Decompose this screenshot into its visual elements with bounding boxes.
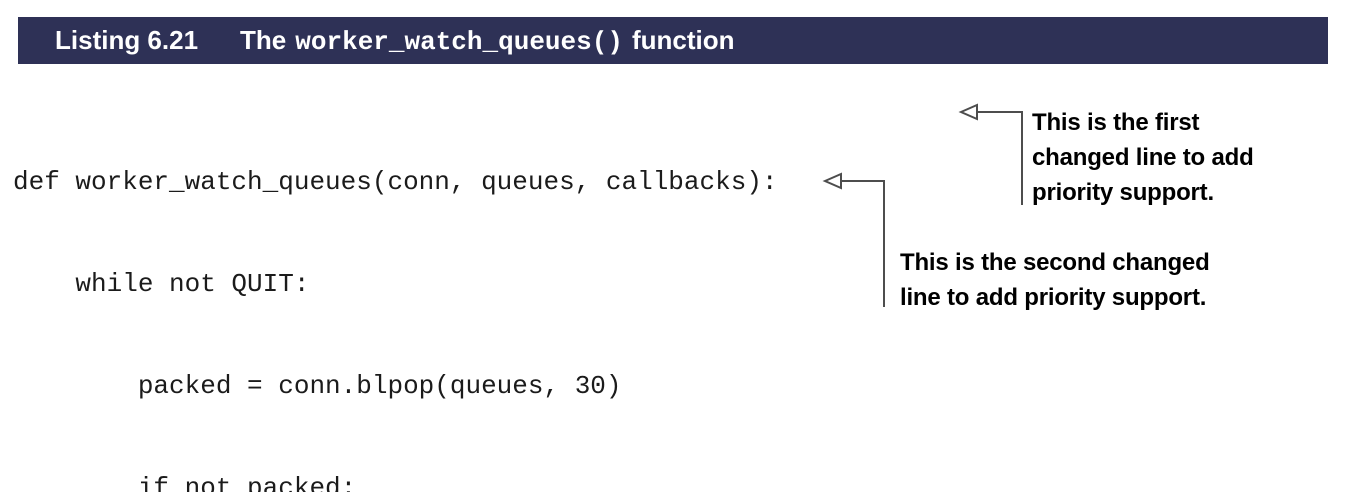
code-line: def worker_watch_queues(conn, queues, ca… — [13, 167, 778, 197]
callout-arrow-second-change — [822, 172, 885, 307]
arrowhead-left-icon — [958, 103, 978, 121]
arrowhead-left-icon — [822, 172, 842, 190]
listing-title: The worker_watch_queues() function — [240, 25, 734, 57]
code-line: packed = conn.blpop(queues, 30) — [13, 371, 622, 401]
annotation-line: priority support. — [1032, 179, 1214, 206]
code-line: if not packed: — [13, 473, 357, 492]
annotation-first-change: This is the first changed line to add pr… — [1032, 105, 1254, 210]
annotation-line: line to add priority support. — [900, 284, 1207, 311]
code-line: while not QUIT: — [13, 269, 310, 299]
listing-header-bar: Listing 6.21 The worker_watch_queues() f… — [18, 17, 1328, 64]
annotation-line: This is the second changed — [900, 249, 1210, 276]
annotation-line: changed line to add — [1032, 144, 1254, 171]
listing-title-suffix: function — [631, 24, 735, 55]
listing-title-prefix: The — [240, 24, 287, 55]
listing-function-name: worker_watch_queues() — [295, 26, 623, 57]
listing-label: Listing 6.21 — [55, 25, 199, 55]
annotation-second-change: This is the second changed line to add p… — [900, 245, 1210, 315]
annotation-line: This is the first — [1032, 109, 1200, 136]
code-block: def worker_watch_queues(conn, queues, ca… — [13, 97, 778, 492]
callout-arrow-first-change — [958, 103, 1023, 205]
